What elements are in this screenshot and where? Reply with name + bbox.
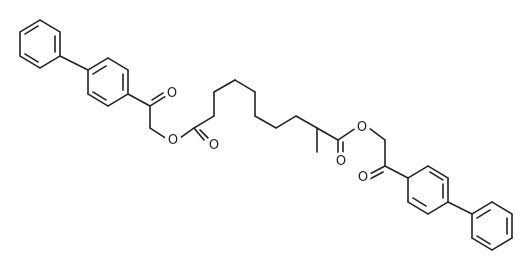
biphenyl-bond-right	[447, 201, 473, 215]
biphenyl-bond-left	[59, 55, 89, 71]
atom-label-o-ester-right: O	[354, 118, 370, 135]
atom-o-keto-right-text: O	[358, 170, 368, 185]
right-inner-phenyl-ring	[407, 165, 449, 215]
right-ester-keto-linkage	[316, 127, 409, 181]
aliphatic-chain	[193, 79, 318, 153]
atom-label-o-keto-left: O	[164, 84, 180, 101]
atom-o-keto-left-text: O	[167, 86, 177, 101]
atom-label-o-keto-right: O	[355, 168, 371, 185]
atom-label-o-carbonyl-right: O	[333, 152, 349, 169]
atom-o-carbonyl-left-text: O	[209, 138, 219, 153]
atom-o-carbonyl-right-text: O	[336, 154, 346, 169]
atom-label-o-ester-left: O	[165, 131, 181, 148]
right-terminal-phenyl-ring	[471, 201, 513, 251]
atom-label-o-carbonyl-left: O	[206, 136, 222, 153]
atom-o-ester-right-text: O	[357, 120, 367, 135]
left-terminal-phenyl-ring	[19, 19, 61, 69]
left-inner-phenyl-ring	[87, 57, 129, 107]
atom-o-ester-left-text: O	[168, 133, 178, 148]
left-keto-ester-linkage	[127, 92, 211, 141]
